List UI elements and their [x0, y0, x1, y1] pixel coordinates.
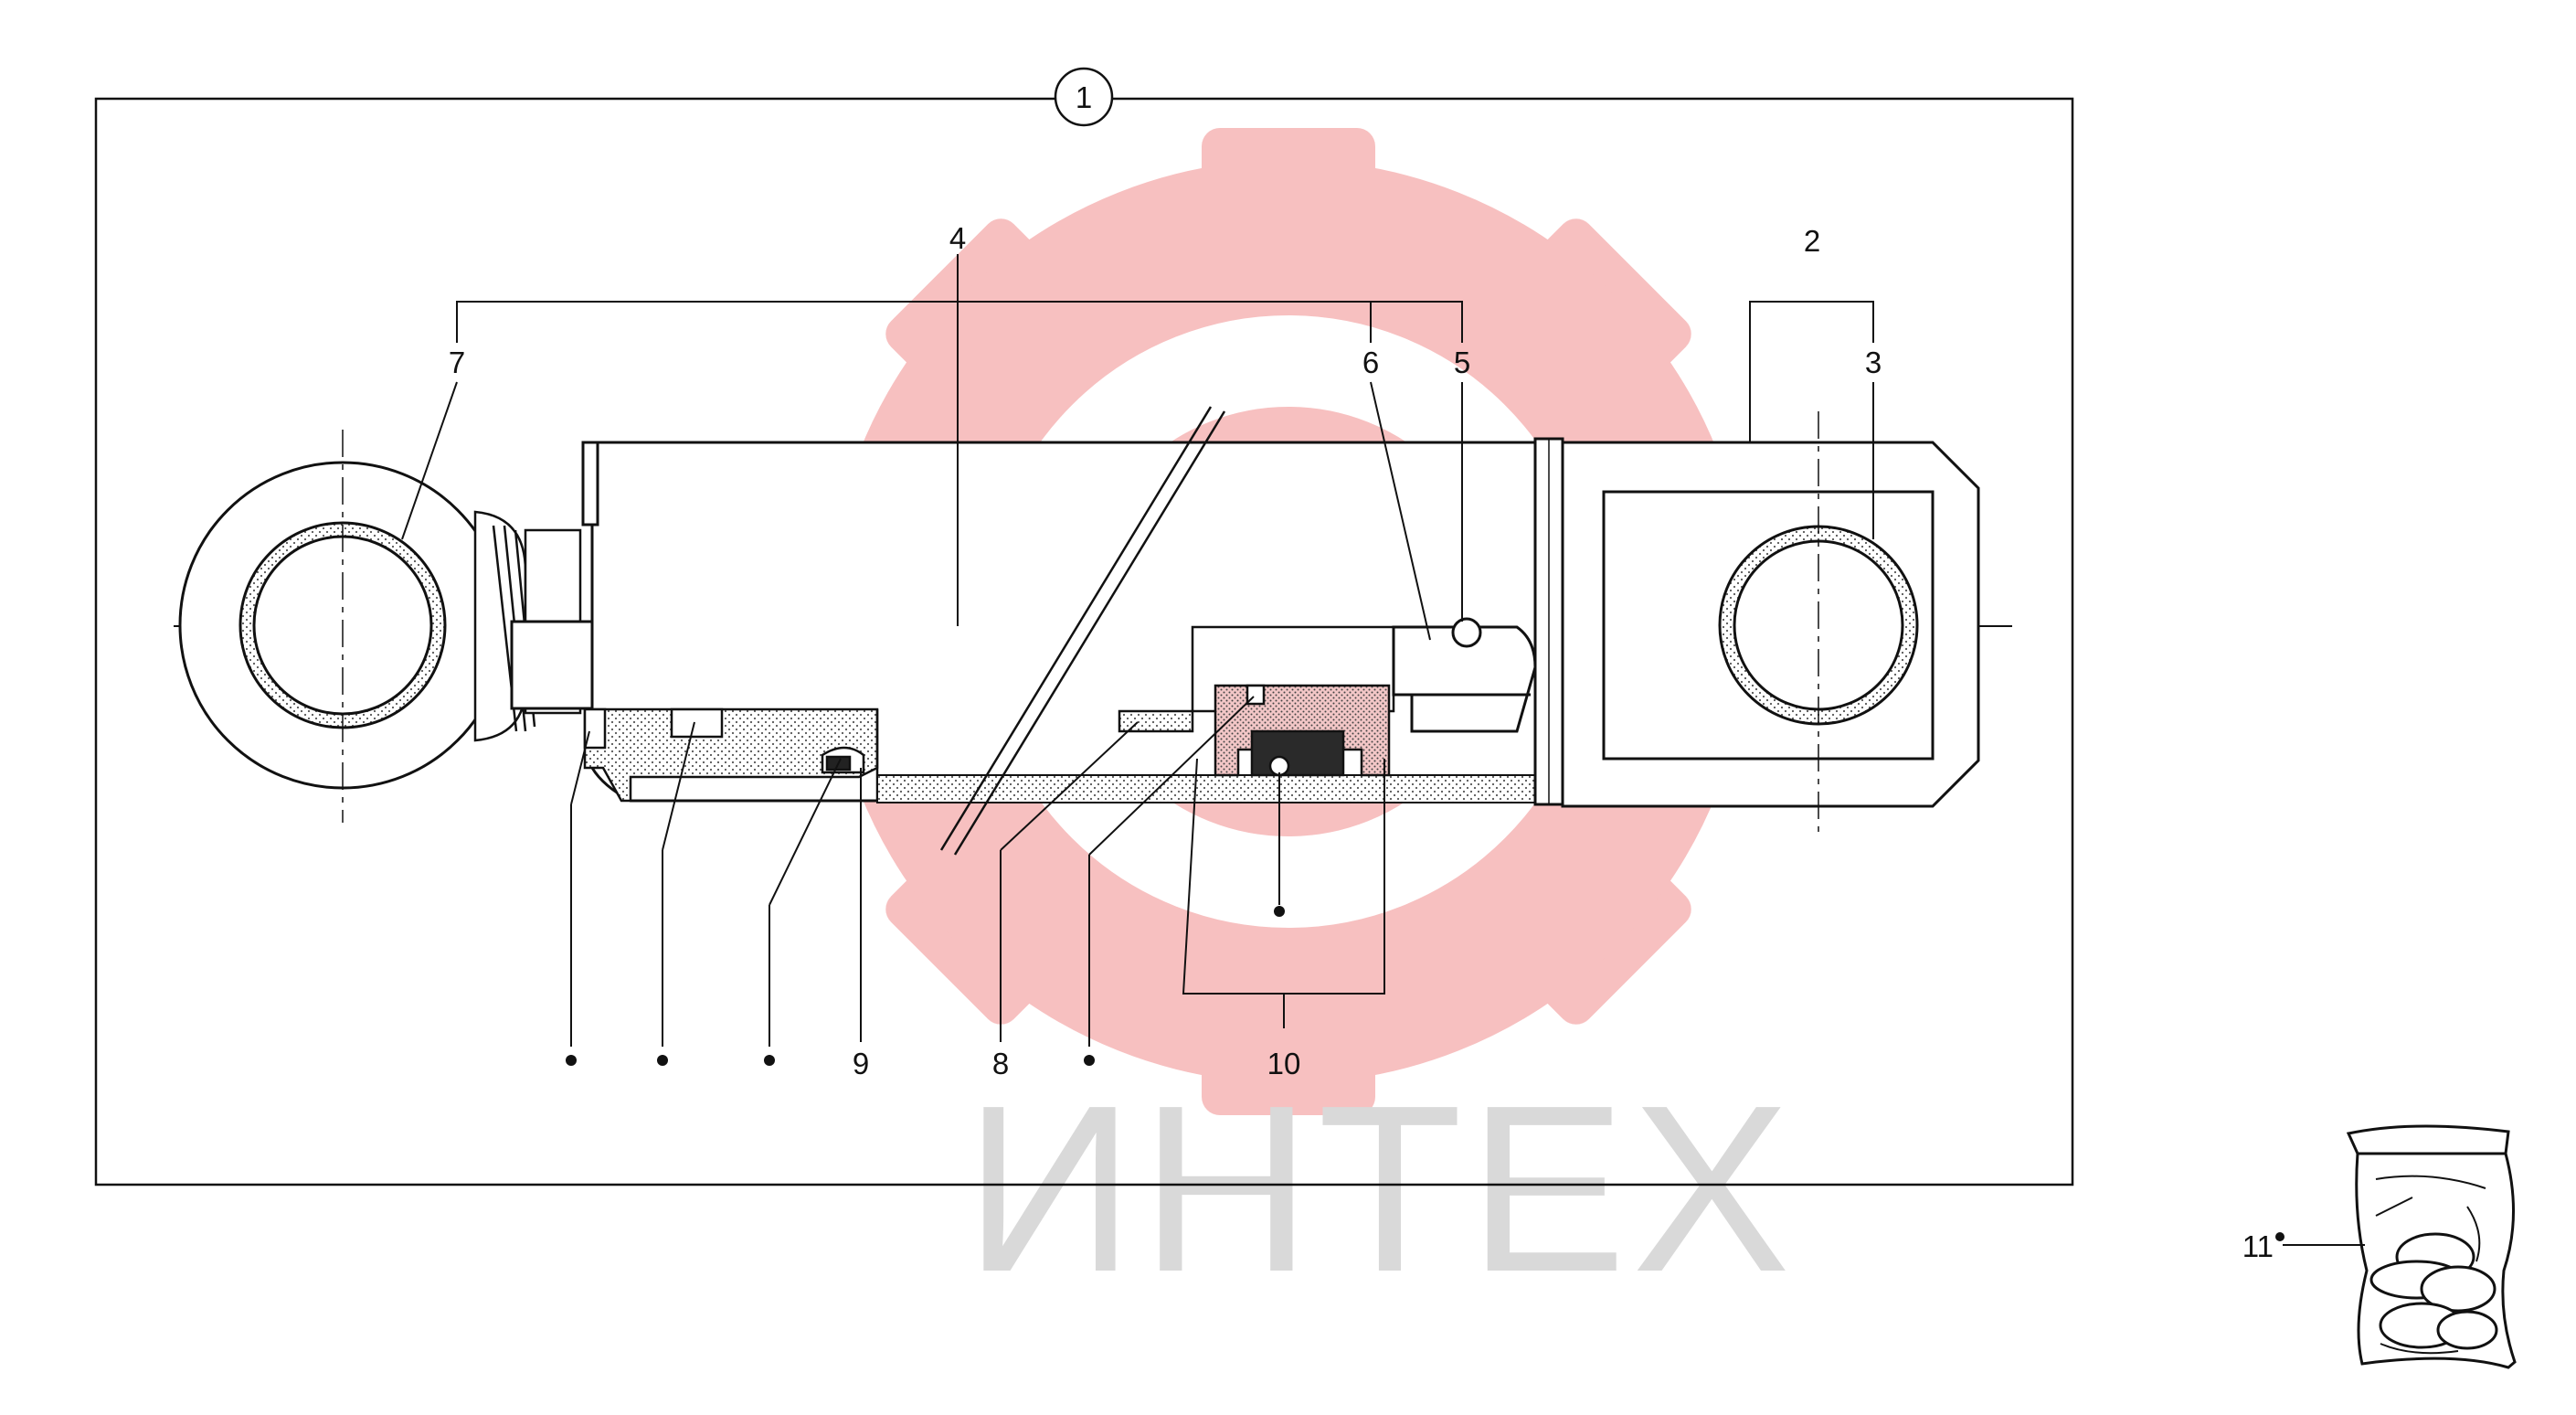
callout-11: 11	[2242, 1229, 2365, 1263]
callout-6: 6	[1362, 346, 1379, 379]
callout-7: 7	[449, 346, 465, 379]
watermark-text: ИНТЕХ	[964, 1057, 1796, 1322]
rod-eye	[178, 430, 507, 823]
barrel-wall-lower	[876, 774, 1536, 803]
callout-4: 4	[949, 221, 966, 255]
svg-text:1: 1	[1076, 80, 1092, 114]
callout-10: 10	[1267, 1047, 1301, 1080]
gland-seals	[583, 708, 879, 803]
piston-nut	[1392, 617, 1537, 733]
callout-9: 9	[853, 1047, 869, 1080]
bullet-dots	[566, 906, 1285, 1066]
callout-2: 2	[1804, 224, 1820, 258]
callout-1: 1	[1054, 67, 1114, 127]
svg-text:11: 11	[2242, 1229, 2274, 1263]
callout-3: 3	[1865, 346, 1882, 379]
callout-5: 5	[1454, 346, 1470, 379]
end-cap	[1533, 411, 1980, 832]
break-lines	[939, 406, 1226, 856]
leader-lines	[401, 254, 1874, 1047]
seal-kit-bag	[2346, 1124, 2517, 1369]
callout-8: 8	[992, 1047, 1009, 1080]
